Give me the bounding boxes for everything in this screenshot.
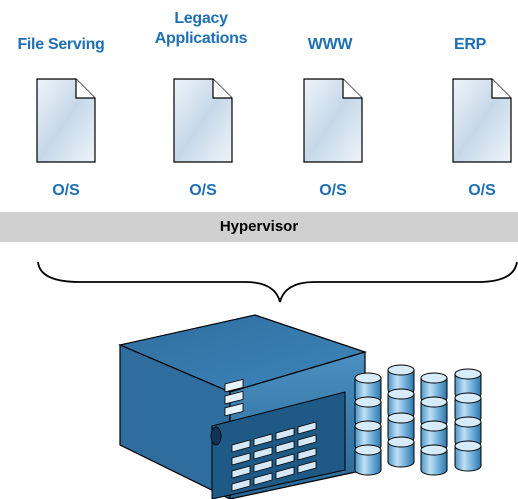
- storage-cylinder: [354, 420, 382, 452]
- document-icon: [452, 78, 512, 163]
- storage-cylinder: [420, 420, 448, 452]
- storage-cylinder: [454, 368, 482, 400]
- storage-cylinder: [354, 444, 382, 476]
- app-label-legacy-applications: Legacy Applications: [154, 10, 248, 47]
- storage-cylinder: [387, 364, 415, 396]
- os-label: O/S: [468, 182, 496, 199]
- storage-cylinder: [387, 412, 415, 444]
- document-icon: [36, 78, 96, 163]
- document-icon: [303, 78, 363, 163]
- app-label-erp: ERP: [454, 36, 486, 53]
- storage-cylinder: [420, 372, 448, 404]
- app-label-www: WWW: [307, 36, 353, 53]
- hypervisor-label: Hypervisor: [219, 218, 299, 235]
- os-label: O/S: [319, 182, 347, 199]
- storage-cylinder: [454, 440, 482, 472]
- storage-cylinder: [354, 396, 382, 428]
- storage-cylinder: [387, 436, 415, 468]
- document-icon: [173, 78, 233, 163]
- storage-cylinder: [420, 396, 448, 428]
- hypervisor-bar: Hypervisor: [0, 212, 518, 242]
- storage-cylinder: [354, 372, 382, 404]
- os-label: O/S: [52, 182, 80, 199]
- storage-cylinder: [420, 444, 448, 476]
- app-label-file-serving: File Serving: [17, 36, 105, 53]
- os-label: O/S: [189, 182, 217, 199]
